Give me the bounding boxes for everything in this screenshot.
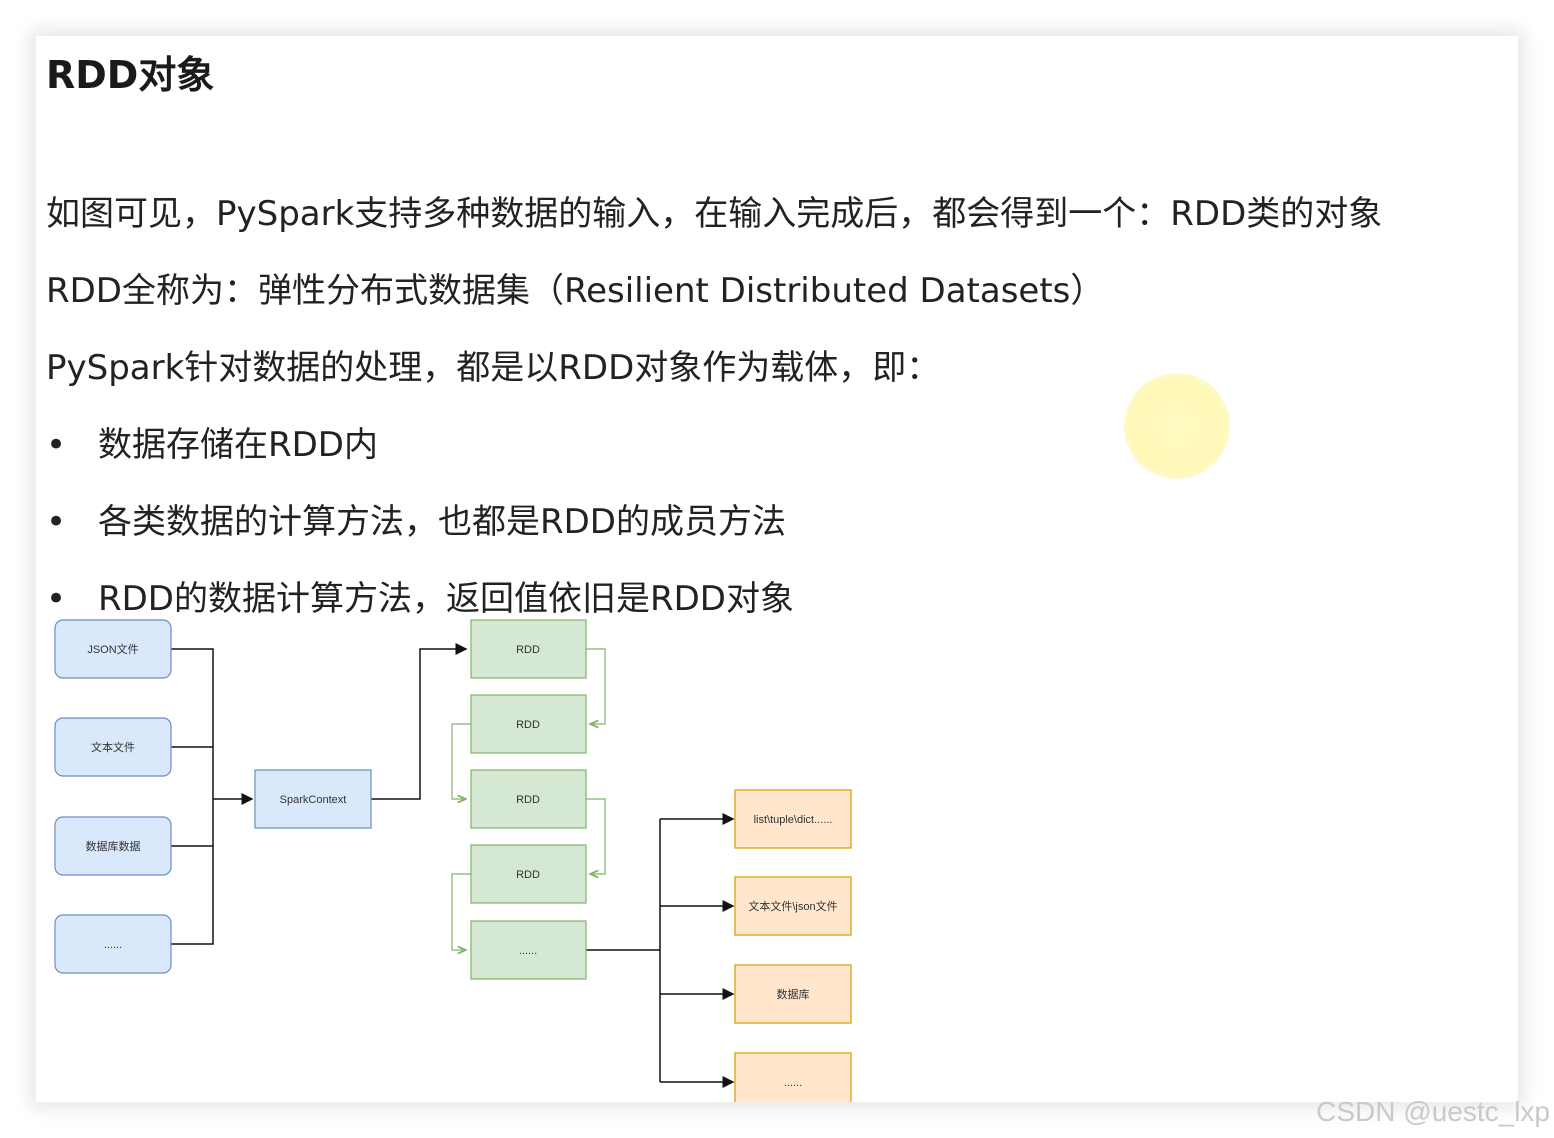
rdd-chain-arrow [586,798,606,874]
output-node-label: 文本文件\json文件 [748,899,837,913]
output-node: list\tuple\dict...... [734,789,852,849]
rdd-node: RDD [470,844,587,904]
rdd-node: RDD [470,769,587,829]
output-node: ...... [734,1052,852,1102]
paragraph-intro: 如图可见，PySpark支持多种数据的输入，在输入完成后，都会得到一个：RDD类… [46,194,1383,234]
bullet-dot: • [46,502,67,542]
spark-context-label: SparkContext [280,794,347,806]
slide: RDD对象 如图可见，PySpark支持多种数据的输入，在输入完成后，都会得到一… [36,36,1518,1102]
input-connectors [171,643,468,945]
rdd-node: ...... [470,920,587,980]
paragraph-definition: RDD全称为：弹性分布式数据集（Resilient Distributed Da… [46,271,1105,311]
rdd-chain-connectors [451,648,606,950]
input-node: JSON文件 [54,619,172,679]
spark-context-node: SparkContext [254,769,372,829]
bullet-text: RDD的数据计算方法，返回值依旧是RDD对象 [98,579,794,619]
rdd-node: RDD [470,694,587,754]
bullet-item: • 数据存储在RDD内 [46,417,378,466]
rdd-node-label: RDD [516,794,540,806]
bullet-dot: • [46,579,67,619]
rdd-flow-diagram: JSON文件 文本文件 数据库数据 ...... SparkContext RD… [54,619,852,1102]
bullet-text: 数据存储在RDD内 [98,425,378,465]
input-node: 数据库数据 [54,816,172,876]
output-node-label: 数据库 [777,987,810,1001]
cursor-highlight [1124,373,1230,479]
connector-line [171,648,214,945]
input-node: ...... [54,914,172,974]
paragraph-processing: PySpark针对数据的处理，都是以RDD对象作为载体，即： [46,348,941,388]
rdd-chain-arrow [451,723,471,799]
bullet-item: • 各类数据的计算方法，也都是RDD的成员方法 [46,494,786,543]
rdd-chain-arrow [451,873,471,950]
input-node: 文本文件 [54,717,172,777]
bullet-text: 各类数据的计算方法，也都是RDD的成员方法 [98,502,786,542]
rdd-node: RDD [470,619,587,679]
rdd-node-label: ...... [519,945,537,957]
output-node-label: list\tuple\dict...... [754,814,833,826]
input-node-label: 文本文件 [91,740,135,754]
input-node-label: 数据库数据 [86,839,141,853]
bullet-item: • RDD的数据计算方法，返回值依旧是RDD对象 [46,571,794,620]
input-node-label: JSON文件 [87,642,138,656]
connector-arrow [371,643,468,800]
input-node-label: ...... [104,939,122,951]
rdd-chain-arrow [586,648,606,724]
watermark: CSDN @uestc_lxp [1316,1096,1550,1127]
page-title: RDD对象 [46,53,215,97]
output-node: 数据库 [734,964,852,1024]
rdd-node-label: RDD [516,719,540,731]
bullet-dot: • [46,425,67,465]
output-node-label: ...... [784,1077,802,1089]
rdd-node-label: RDD [516,869,540,881]
output-node: 文本文件\json文件 [734,876,852,936]
rdd-node-label: RDD [516,644,540,656]
output-connectors [586,813,735,1088]
